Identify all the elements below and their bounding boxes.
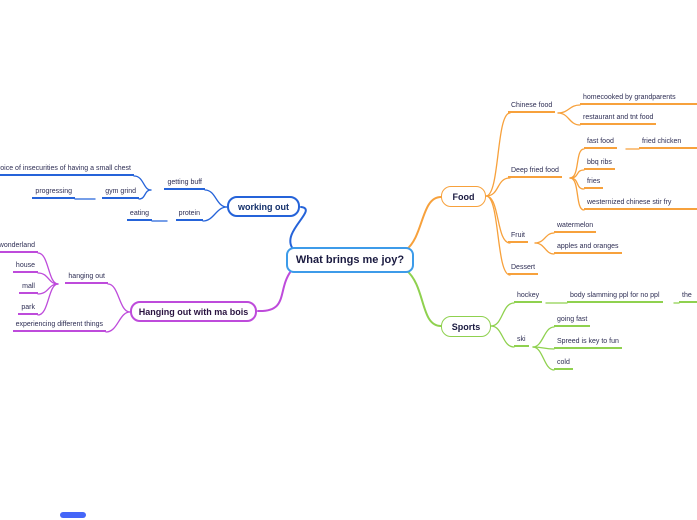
node-cold[interactable]: cold xyxy=(554,358,573,370)
connector-center-food xyxy=(405,196,442,251)
node-eating[interactable]: eating xyxy=(126,209,152,221)
node-speed-is-key[interactable]: Spreed is key to fun xyxy=(554,337,622,349)
connector-gettingbuff-gymgrind xyxy=(138,189,152,200)
node-fried-chicken[interactable]: fried chicken xyxy=(639,137,697,149)
node-bbq-ribs[interactable]: bbq ribs xyxy=(584,158,615,170)
connector-fruit-watermelon xyxy=(534,232,555,244)
connector-deepfried-fries xyxy=(569,177,585,190)
node-hockey[interactable]: hockey xyxy=(514,291,543,303)
node-fruit[interactable]: Fruit xyxy=(508,231,528,243)
connector-center-hanging xyxy=(257,270,292,313)
node-getting-buff[interactable]: getting buff xyxy=(164,178,205,190)
node-westernized-chinese-stir-fry[interactable]: westernized chinese stir fry xyxy=(584,198,697,210)
node-the-cutoff[interactable]: the xyxy=(679,291,697,303)
node-apples-and-oranges[interactable]: apples and oranges xyxy=(554,242,622,254)
node-central-topic[interactable]: What brings me joy? xyxy=(286,247,414,273)
node-fries[interactable]: fries xyxy=(584,177,604,189)
node-fast-food[interactable]: fast food xyxy=(584,137,617,149)
connector-food-chinese xyxy=(485,112,511,197)
connector-hanging-experiencing xyxy=(105,311,131,333)
node-sports[interactable]: Sports xyxy=(441,316,491,337)
connector-fruit-apples xyxy=(534,242,555,255)
connector-working-gettingbuff xyxy=(204,189,228,208)
connector-hangingout-park xyxy=(37,283,59,316)
connector-hanging-hangingout xyxy=(107,283,131,313)
node-deep-fried-food[interactable]: Deep fried food xyxy=(508,166,562,178)
node-chinese-food[interactable]: Chinese food xyxy=(508,101,556,113)
connector-sports-hockey xyxy=(490,302,515,327)
node-hanging-out-with-ma-bois[interactable]: Hanging out with ma bois xyxy=(130,301,257,322)
connector-working-protein xyxy=(202,206,228,222)
node-body-slamming[interactable]: body slamming ppl for no ppl xyxy=(567,291,663,303)
node-experiencing-different-things[interactable]: experiencing different things xyxy=(12,320,106,332)
connector-chinese-homecooked xyxy=(557,104,581,114)
node-protein[interactable]: protein xyxy=(175,209,203,221)
node-mall[interactable]: mall xyxy=(19,282,38,294)
node-park[interactable]: park xyxy=(18,303,38,315)
connector-chinese-restaurant xyxy=(557,112,581,126)
node-house[interactable]: house xyxy=(12,261,38,273)
connector-sports-ski xyxy=(490,325,515,348)
node-restaurant-and-tnt-food[interactable]: restaurant and tnt food xyxy=(580,113,657,125)
node-going-fast[interactable]: going fast xyxy=(554,315,591,327)
connector-hangingout-wonderland xyxy=(37,252,59,285)
node-inner-voice-insecurities[interactable]: nner voice of insecurities of having a s… xyxy=(0,164,134,176)
connector-ski-cold xyxy=(532,346,555,371)
horizontal-scrollbar-thumb[interactable] xyxy=(60,512,86,518)
node-wonderland[interactable]: wonderland xyxy=(0,241,38,253)
node-homecooked-by-grandparents[interactable]: homecooked by grandparents xyxy=(580,93,697,105)
connector-food-dessert xyxy=(485,195,511,276)
connector-center-working-out xyxy=(289,206,307,250)
connector-center-sports xyxy=(405,269,442,327)
connector-deepfried-westernized xyxy=(569,177,585,211)
connector-gettingbuff-insecurities xyxy=(133,175,152,191)
node-progressing[interactable]: progressing xyxy=(32,187,75,199)
node-working-out[interactable]: working out xyxy=(227,196,300,217)
node-dessert[interactable]: Dessert xyxy=(508,263,539,275)
connector-ski-goingfast xyxy=(532,326,555,348)
node-food[interactable]: Food xyxy=(441,186,486,207)
node-gym-grind[interactable]: gym grind xyxy=(102,187,139,199)
node-hanging-out[interactable]: hanging out xyxy=(65,272,108,284)
node-ski[interactable]: ski xyxy=(514,335,529,347)
node-watermelon[interactable]: watermelon xyxy=(554,221,597,233)
connector-food-deep-fried xyxy=(485,177,511,197)
